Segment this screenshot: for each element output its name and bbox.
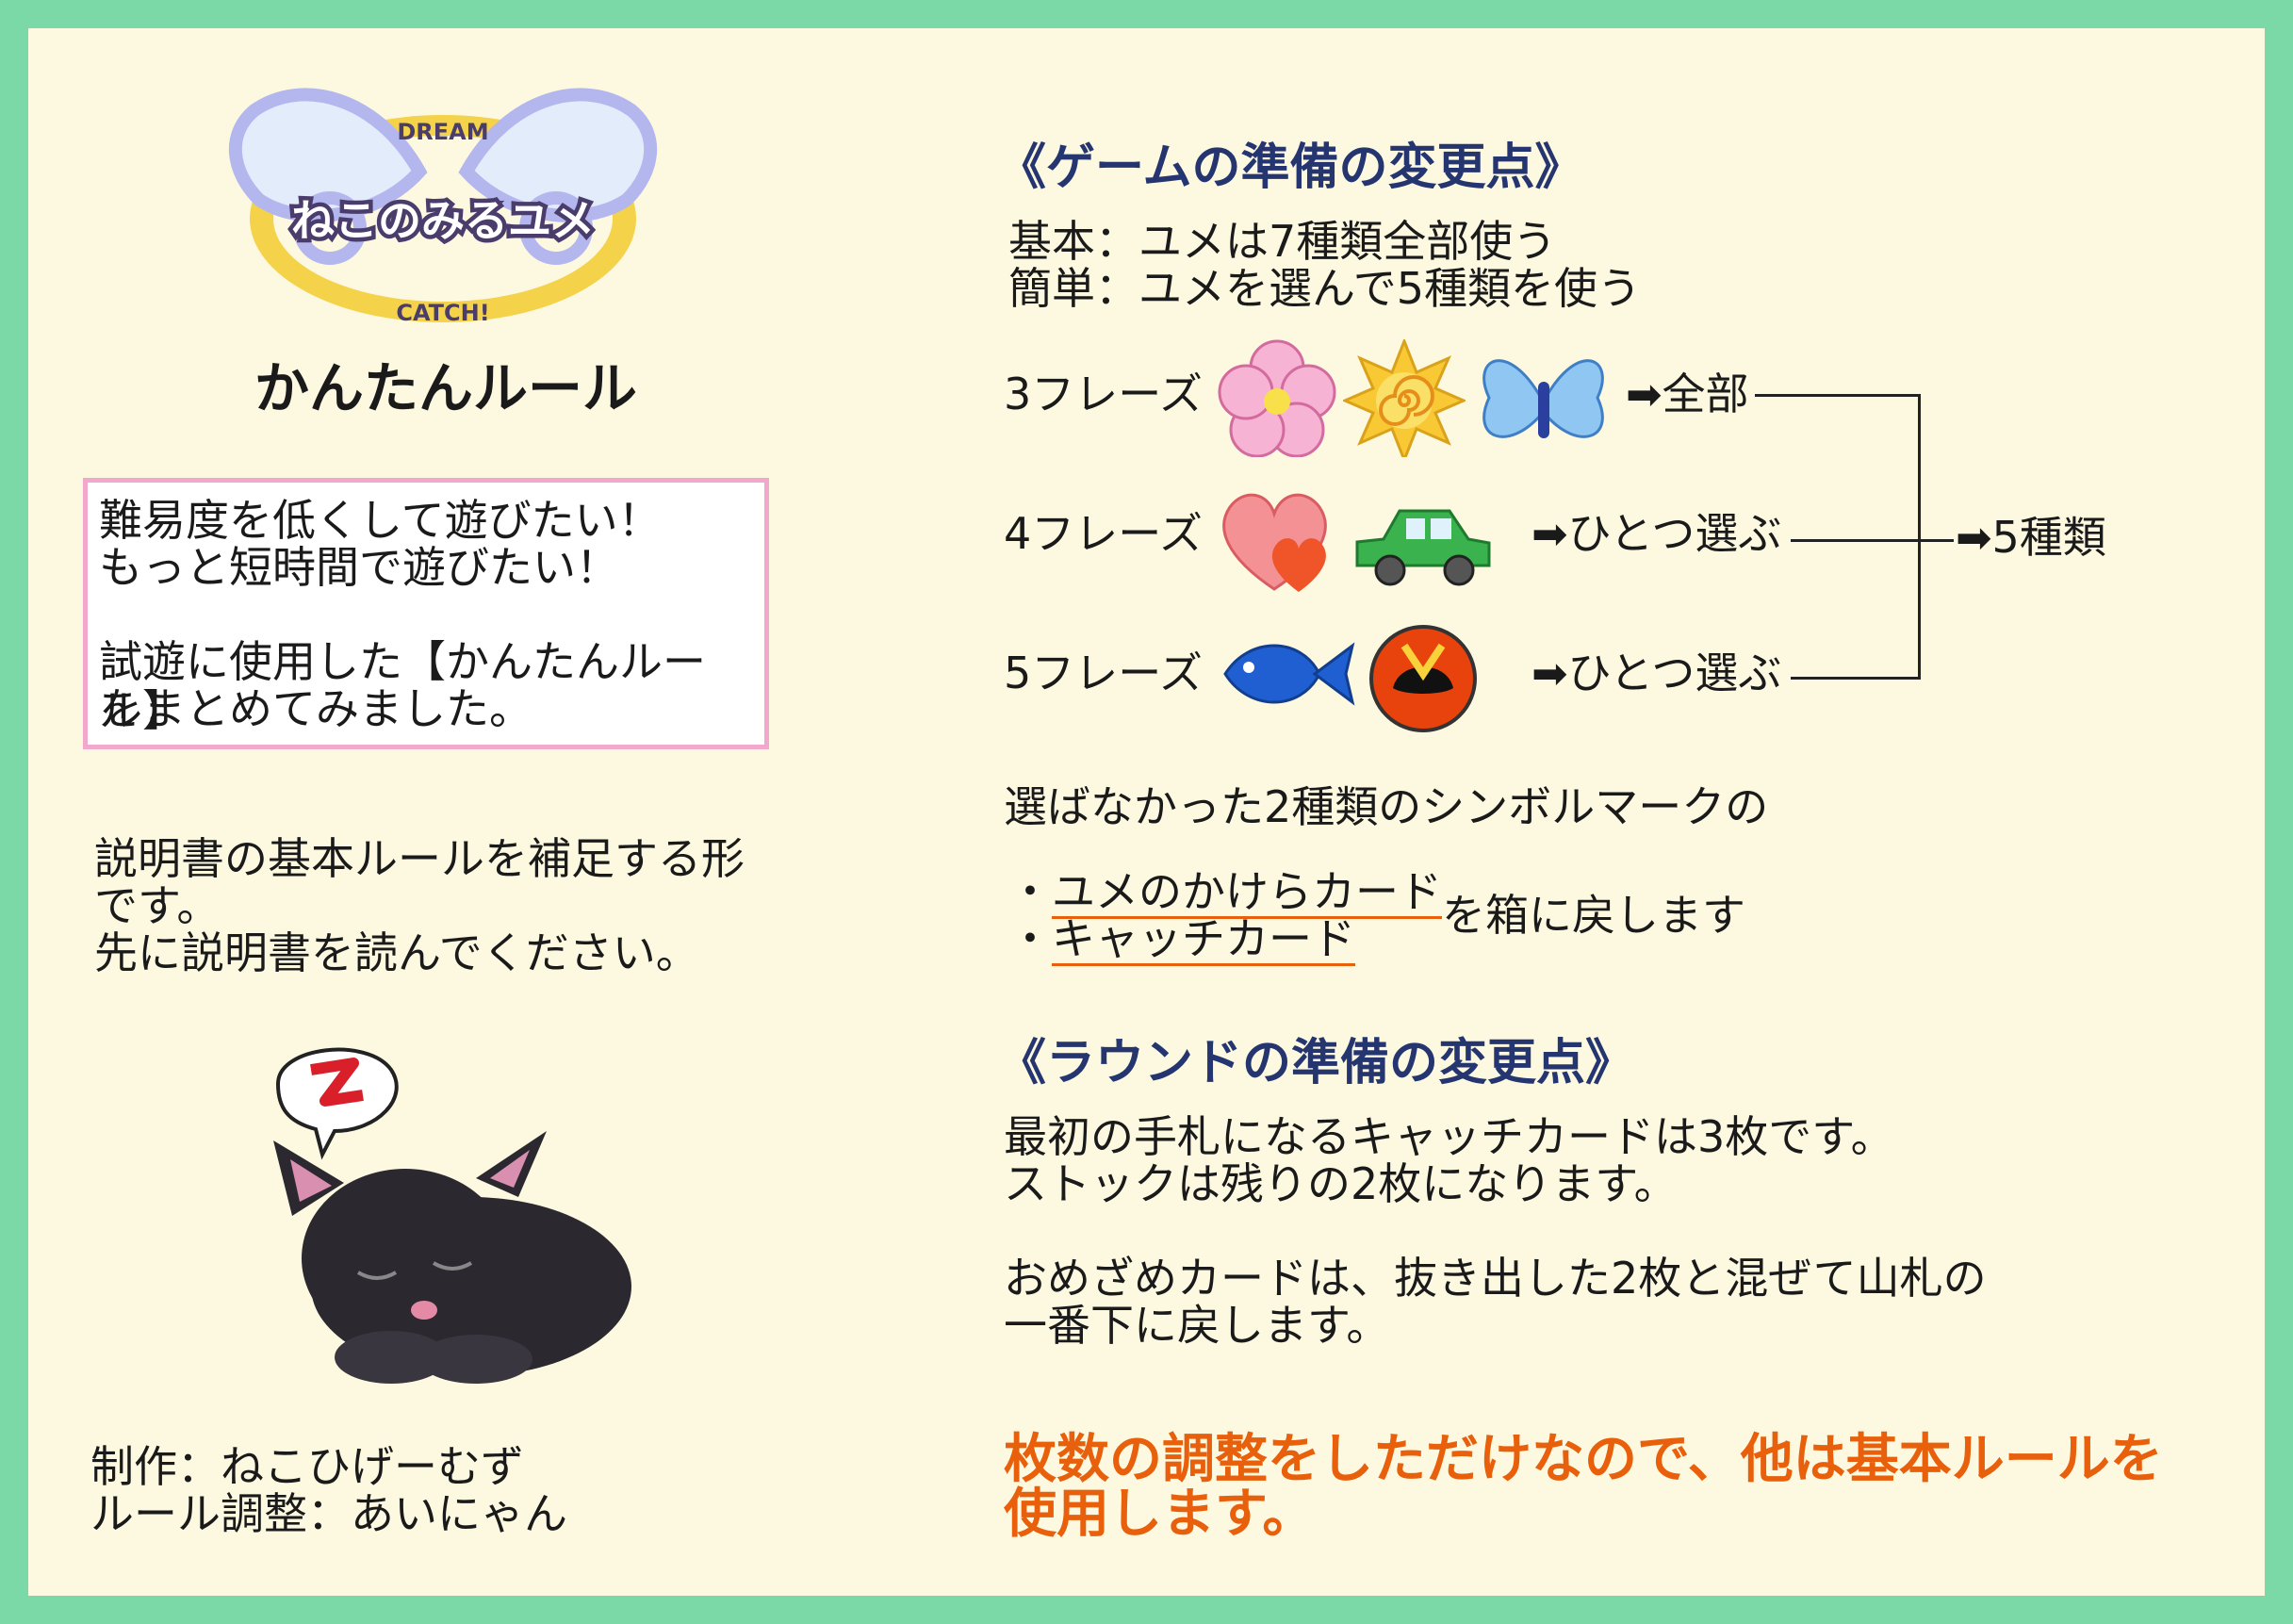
page-title: かんたんルール (254, 356, 638, 420)
intro-line: をまとめてみました。 (99, 683, 532, 734)
card-name: キャッチカード (1052, 913, 1355, 964)
footer-note: 枚数の調整をしただけなので、他は基本ルールを (1004, 1429, 2163, 1490)
round-text: ストックは残りの2枚になります。 (1004, 1158, 1678, 1209)
intro-line: 難易度を低くして遊びたい！ (99, 495, 662, 546)
connector-line (1791, 677, 1920, 680)
logo-top-text: DREAM (397, 119, 488, 145)
note-line: です。 (94, 880, 221, 931)
unchosen-text: 選ばなかった2種類のシンボルマークの (1004, 781, 1769, 832)
basic-rule: 基本：ユメは7種類全部使う (1008, 216, 1557, 267)
row-result-5: ➡ひとつ選ぶ (1531, 648, 1782, 698)
footer-note: 使用します。 (1004, 1484, 1316, 1545)
total-types: ➡5種類 (1956, 512, 2106, 563)
heart-icon (1222, 493, 1327, 592)
round-text: おめざめカードは、抜き出した2枚と混ぜて山札の (1004, 1253, 1987, 1304)
sun-icon (1343, 339, 1466, 457)
row-label-4: 4フレーズ (1004, 508, 1203, 559)
row-label-3: 3フレーズ (1004, 369, 1203, 419)
easy-rule: 簡単：ユメを選んで5種類を使う (1008, 263, 1641, 314)
intro-line: もっと短時間で遊びたい！ (99, 542, 619, 593)
credit-maker: 制作：ねこひげーむず (90, 1441, 524, 1492)
game-logo: DREAM ねこのみるユメ CATCH! (229, 88, 657, 326)
card-item: ・キャッチカード (1008, 913, 1355, 964)
rule-sheet: DREAM ねこのみるユメ CATCH! かんたんルール 難易度を低くして遊びた… (28, 28, 2265, 1596)
logo-title-text: ねこのみるユメ (291, 195, 595, 246)
sleeping-cat-illustration (273, 1047, 631, 1384)
connector-line (1918, 539, 1954, 542)
note-line: 先に説明書を読んでください。 (94, 927, 699, 978)
left-wing (229, 88, 428, 222)
card-item: ・ユメのかけらカード (1008, 866, 1442, 917)
flower-icon (1218, 339, 1336, 457)
round-text: 一番下に戻します。 (1004, 1300, 1390, 1351)
connector-line (1791, 539, 1920, 542)
z-icon (310, 1058, 364, 1107)
heading-round-setup: 《ラウンドの準備の変更点》 (997, 1035, 1635, 1091)
card-name: ユメのかけらカード (1052, 866, 1442, 917)
credit-rules: ルール調整：あいにゃん (90, 1488, 567, 1539)
row-result-3: ➡全部 (1626, 369, 1749, 419)
note-line: 説明書の基本ルールを補足する形 (94, 833, 745, 884)
round-text: 最初の手札になるキャッチカードは3枚です。 (1004, 1111, 1894, 1162)
connector-line (1918, 394, 1921, 680)
intro-box: 難易度を低くして遊びたい！ もっと短時間で遊びたい！ 試遊に使用した【かんたんル… (83, 478, 769, 749)
fish-icon (1223, 642, 1355, 706)
return-box-text: を箱に戻します (1442, 890, 1745, 941)
right-wing (458, 88, 657, 222)
connector-line (1755, 394, 1920, 397)
logo-bottom-text: CATCH! (396, 300, 489, 326)
butterfly-icon (1482, 359, 1604, 438)
row-result-4: ➡ひとつ選ぶ (1531, 508, 1782, 559)
row-label-5: 5フレーズ (1004, 648, 1203, 698)
car-icon (1355, 509, 1491, 586)
mask-icon (1369, 625, 1477, 732)
heading-game-setup: 《ゲームの準備の変更点》 (997, 139, 1584, 196)
intro-line: 試遊に使用した【かんたんルール】 (99, 636, 706, 736)
